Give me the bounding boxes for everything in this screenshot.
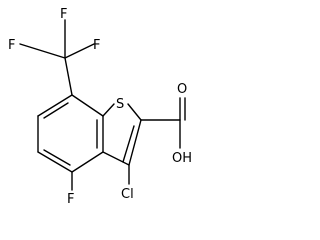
atom-label-fluoro-ring: F <box>67 192 74 207</box>
atom-label-f-top: F <box>60 7 67 22</box>
bond-benzene-3-inner <box>43 149 71 166</box>
bond-benzene-1 <box>37 94 73 117</box>
atom-label-chloro: Cl <box>121 187 134 202</box>
substituent-bonds <box>71 97 186 191</box>
bond-benzene-4 <box>71 151 104 173</box>
thiophene-ring <box>102 103 142 166</box>
chemical-structure-diagram: F F F S O OH F Cl <box>8 7 192 207</box>
atom-label-hydroxyl: OH <box>172 151 192 166</box>
bond-cf3-to-f-right <box>64 43 95 59</box>
bond-cf3-to-f-left <box>19 43 66 59</box>
bond-benzene-3 <box>37 151 73 173</box>
atom-label-f-right: F <box>93 38 100 53</box>
bond-benzene-6 <box>71 94 104 117</box>
atom-label-carbonyl-oxygen: O <box>177 82 187 97</box>
benzene-ring <box>37 94 104 173</box>
atom-label-f-left: F <box>8 38 15 53</box>
bond-thiophene-c2-c3 <box>128 119 142 166</box>
bond-thiophene-s-c2 <box>127 103 142 121</box>
bond-thiophene-c2-c3-inner <box>122 125 135 163</box>
atom-label-sulfur: S <box>116 97 124 112</box>
bond-benzene-1-inner <box>43 102 69 119</box>
bond-thiophene-c7a-s <box>102 103 115 117</box>
bond-thiophene-c3-c3a <box>102 151 130 166</box>
bond-cf3-to-ring <box>64 57 73 96</box>
trifluoromethyl-group <box>19 19 95 96</box>
